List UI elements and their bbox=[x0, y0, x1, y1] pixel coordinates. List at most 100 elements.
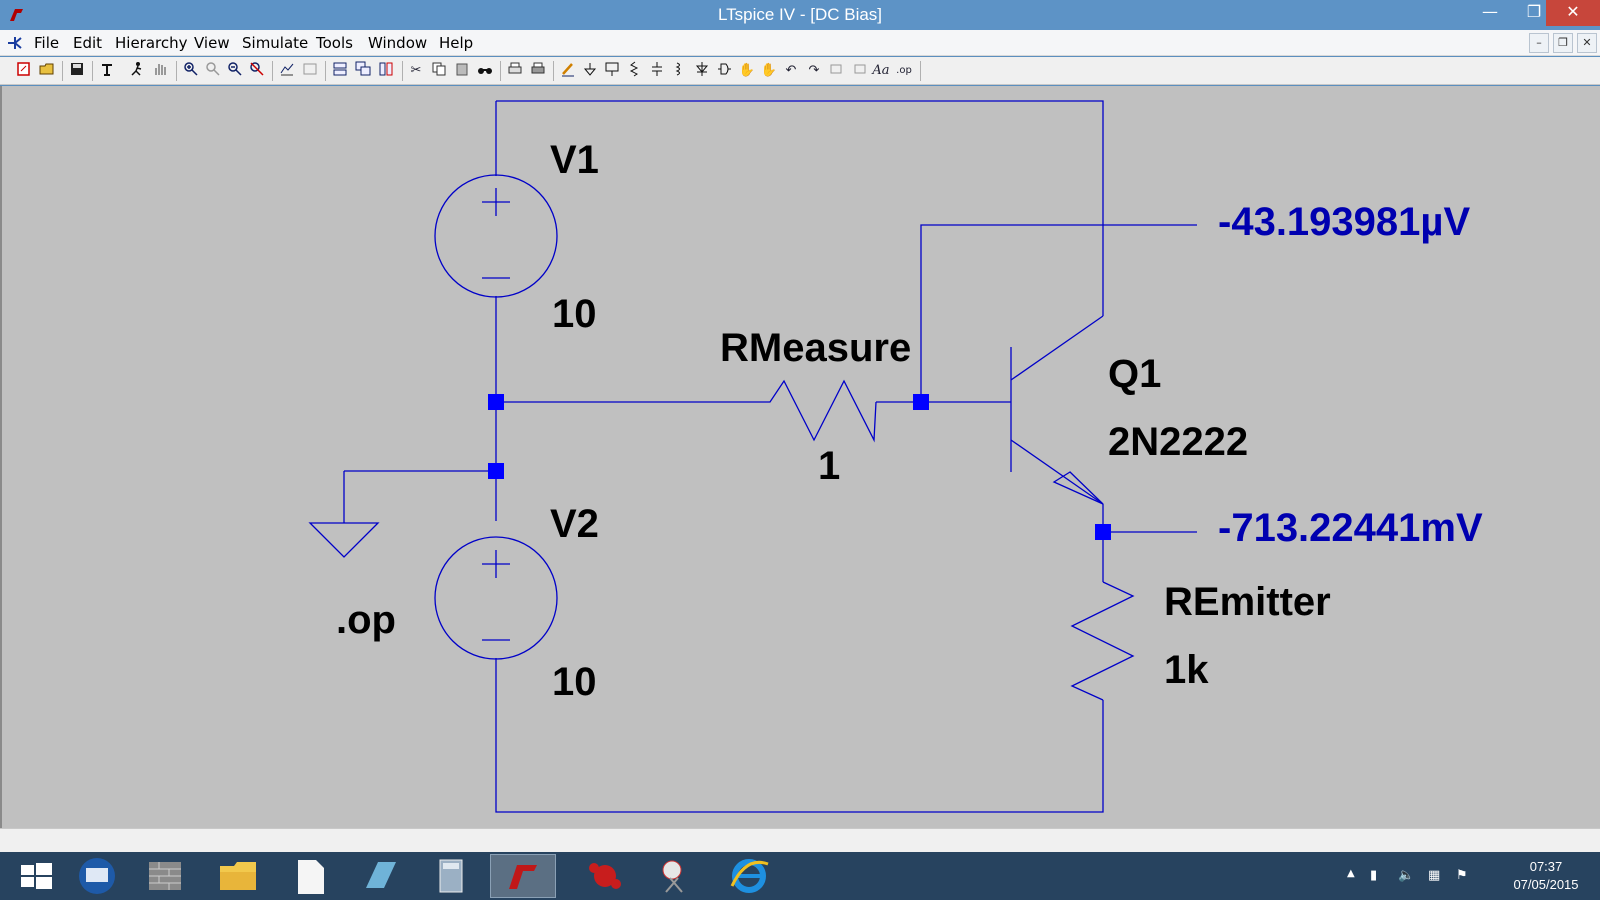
clock[interactable]: 07:37 07/05/2015 bbox=[1500, 858, 1592, 894]
junction-dot bbox=[488, 394, 504, 410]
v1-source[interactable] bbox=[434, 174, 558, 298]
zoom-out-icon[interactable] bbox=[225, 61, 245, 81]
menu-hierarchy[interactable]: Hierarchy bbox=[115, 34, 188, 52]
spice-directive-icon[interactable]: .op bbox=[896, 65, 912, 76]
find-icon[interactable] bbox=[475, 61, 495, 81]
wire-top bbox=[496, 100, 1104, 316]
document-icon[interactable] bbox=[278, 854, 344, 898]
tile-horizontal-icon[interactable] bbox=[330, 61, 350, 81]
show-hidden-icons-icon[interactable]: ▲ bbox=[1347, 868, 1355, 879]
network-icon[interactable]: ▦ bbox=[1428, 868, 1441, 883]
mirror-icon[interactable] bbox=[849, 61, 869, 81]
remitter-name-label: REmitter bbox=[1164, 580, 1331, 624]
mdi-close-button[interactable]: ✕ bbox=[1577, 33, 1597, 53]
menu-help[interactable]: Help bbox=[439, 34, 474, 52]
internet-explorer-icon[interactable] bbox=[716, 854, 782, 898]
print-preview-icon[interactable] bbox=[505, 61, 525, 81]
menu-edit[interactable]: Edit bbox=[73, 34, 103, 52]
file-explorer-icon[interactable] bbox=[206, 854, 272, 898]
minimize-button[interactable]: — bbox=[1482, 2, 1498, 21]
halt-icon[interactable] bbox=[150, 61, 170, 81]
copy-icon[interactable] bbox=[429, 61, 449, 81]
drag-icon[interactable]: ✋ bbox=[760, 63, 778, 78]
zoom-in-icon[interactable] bbox=[181, 61, 201, 81]
junction-dot bbox=[1095, 524, 1111, 540]
save-icon[interactable] bbox=[67, 61, 87, 81]
inductor-icon[interactable] bbox=[669, 61, 689, 81]
component-icon[interactable] bbox=[714, 61, 734, 81]
calculator-icon[interactable] bbox=[418, 854, 484, 898]
resistor-icon[interactable] bbox=[624, 61, 644, 81]
move-icon[interactable]: ✋ bbox=[738, 63, 756, 78]
firewall-icon[interactable] bbox=[132, 854, 198, 898]
capacitor-icon[interactable] bbox=[647, 61, 667, 81]
device-icon[interactable]: ▮ bbox=[1370, 868, 1378, 883]
snipping-tool-icon[interactable] bbox=[642, 854, 708, 898]
rotate-icon[interactable] bbox=[827, 61, 847, 81]
start-icon[interactable] bbox=[4, 854, 70, 898]
toolbar-separator bbox=[500, 61, 501, 81]
paste-icon[interactable] bbox=[452, 61, 472, 81]
base-voltage-probe: -43.193981µV bbox=[1218, 200, 1471, 244]
new-schematic-icon[interactable] bbox=[14, 61, 34, 81]
remitter-resistor[interactable] bbox=[1070, 581, 1135, 701]
taskbar: ▲ ▮ 🔈 ▦ ⚑ 07:37 07/05/2015 bbox=[0, 852, 1600, 900]
mdi-restore-button[interactable]: ❐ bbox=[1553, 33, 1573, 53]
print-icon[interactable] bbox=[528, 61, 548, 81]
menu-simulate[interactable]: Simulate bbox=[242, 34, 309, 52]
q1-transistor[interactable] bbox=[1010, 315, 1104, 505]
cut-icon[interactable]: ✂ bbox=[410, 63, 422, 78]
text-icon[interactable]: Aa bbox=[872, 63, 890, 78]
control-panel-icon[interactable] bbox=[97, 61, 117, 81]
wire-bottom bbox=[495, 658, 1104, 813]
redo-icon[interactable]: ↷ bbox=[808, 63, 820, 78]
menu-view[interactable]: View bbox=[194, 34, 230, 52]
ltspice-icon[interactable] bbox=[490, 854, 556, 898]
rmeasure-resistor[interactable] bbox=[754, 379, 877, 443]
zoom-fit-icon[interactable] bbox=[247, 61, 267, 81]
q1-name-label: Q1 bbox=[1108, 352, 1162, 396]
plot-settings-icon[interactable] bbox=[300, 61, 320, 81]
clock-date: 07/05/2015 bbox=[1513, 877, 1579, 892]
remote-desktop-icon[interactable] bbox=[64, 854, 130, 898]
diode-icon[interactable] bbox=[692, 61, 712, 81]
draw-wire-icon[interactable] bbox=[558, 61, 578, 81]
window-title: LTspice IV - [DC Bias] bbox=[717, 5, 883, 24]
schematic-drawing bbox=[308, 100, 1197, 813]
ground-symbol[interactable] bbox=[308, 522, 380, 558]
toolbar-separator bbox=[553, 61, 554, 81]
label-net-icon[interactable] bbox=[602, 61, 622, 81]
notepad-icon[interactable] bbox=[348, 854, 414, 898]
schematic-document-icon[interactable] bbox=[6, 34, 24, 52]
maximize-button[interactable]: ❐ bbox=[1526, 2, 1542, 21]
schematic-canvas[interactable]: V1 10 V2 10 .op RMeasure 1 Q1 2N2222 REm… bbox=[0, 86, 1600, 828]
op-directive-label[interactable]: .op bbox=[336, 598, 396, 642]
volume-icon[interactable]: 🔈 bbox=[1398, 868, 1415, 883]
wire-base-probe bbox=[920, 224, 1197, 402]
action-center-flag-icon[interactable]: ⚑ bbox=[1456, 868, 1468, 883]
toolbar-separator bbox=[920, 61, 921, 81]
zoom-pan-icon[interactable] bbox=[203, 61, 223, 81]
v1-name-label: V1 bbox=[550, 138, 599, 182]
v1-value-label: 10 bbox=[552, 292, 597, 336]
tile-vertical-icon[interactable] bbox=[376, 61, 396, 81]
close-button[interactable]: ✕ bbox=[1546, 0, 1600, 26]
v2-source[interactable] bbox=[434, 536, 558, 660]
run-icon[interactable] bbox=[127, 61, 147, 81]
open-icon[interactable] bbox=[37, 61, 57, 81]
wires bbox=[343, 100, 1197, 813]
menu-tools[interactable]: Tools bbox=[316, 34, 353, 52]
junctions bbox=[488, 394, 1111, 540]
paint-icon[interactable] bbox=[572, 854, 638, 898]
mdi-minimize-button[interactable]: – bbox=[1529, 33, 1549, 53]
toolbar-separator bbox=[62, 61, 63, 81]
junction-dot bbox=[488, 463, 504, 479]
autorange-icon[interactable] bbox=[277, 61, 297, 81]
menu-file[interactable]: File bbox=[34, 34, 60, 52]
toolbar-separator bbox=[325, 61, 326, 81]
menu-window[interactable]: Window bbox=[368, 34, 428, 52]
undo-icon[interactable]: ↶ bbox=[785, 63, 797, 78]
toolbar: ✂ ✋ ✋ ↶ ↷ Aa .op bbox=[0, 57, 1600, 85]
cascade-icon[interactable] bbox=[353, 61, 373, 81]
ground-icon[interactable] bbox=[580, 61, 600, 81]
